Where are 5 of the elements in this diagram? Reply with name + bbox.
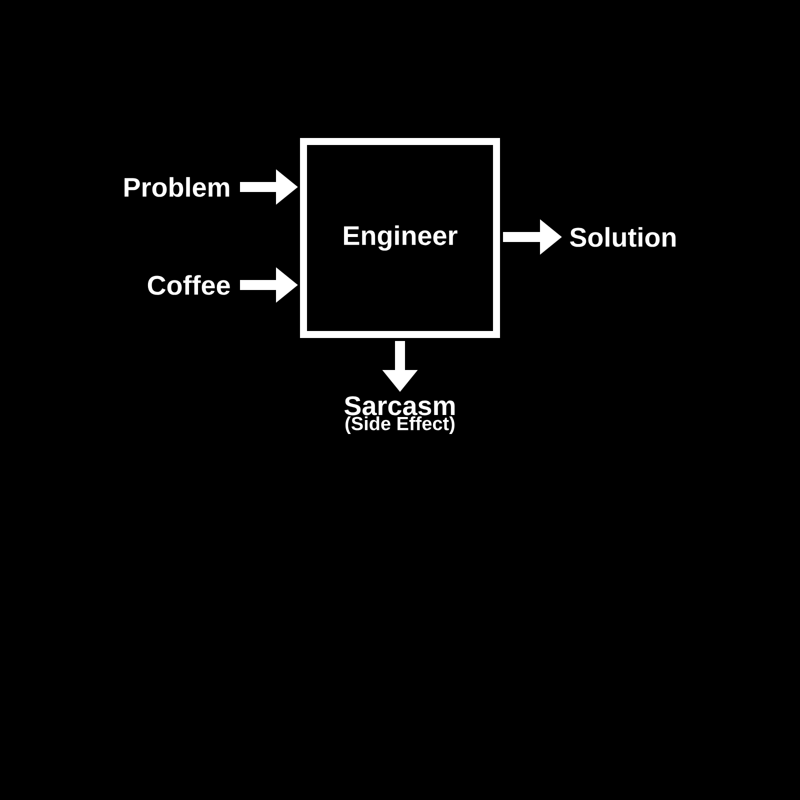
output-label: Solution: [570, 227, 676, 247]
output-label: Sarcasm (Side Effect): [344, 396, 455, 434]
process-box: Engineer: [300, 138, 500, 338]
input-label: Coffee: [148, 275, 230, 295]
input-label: Problem: [124, 177, 230, 197]
